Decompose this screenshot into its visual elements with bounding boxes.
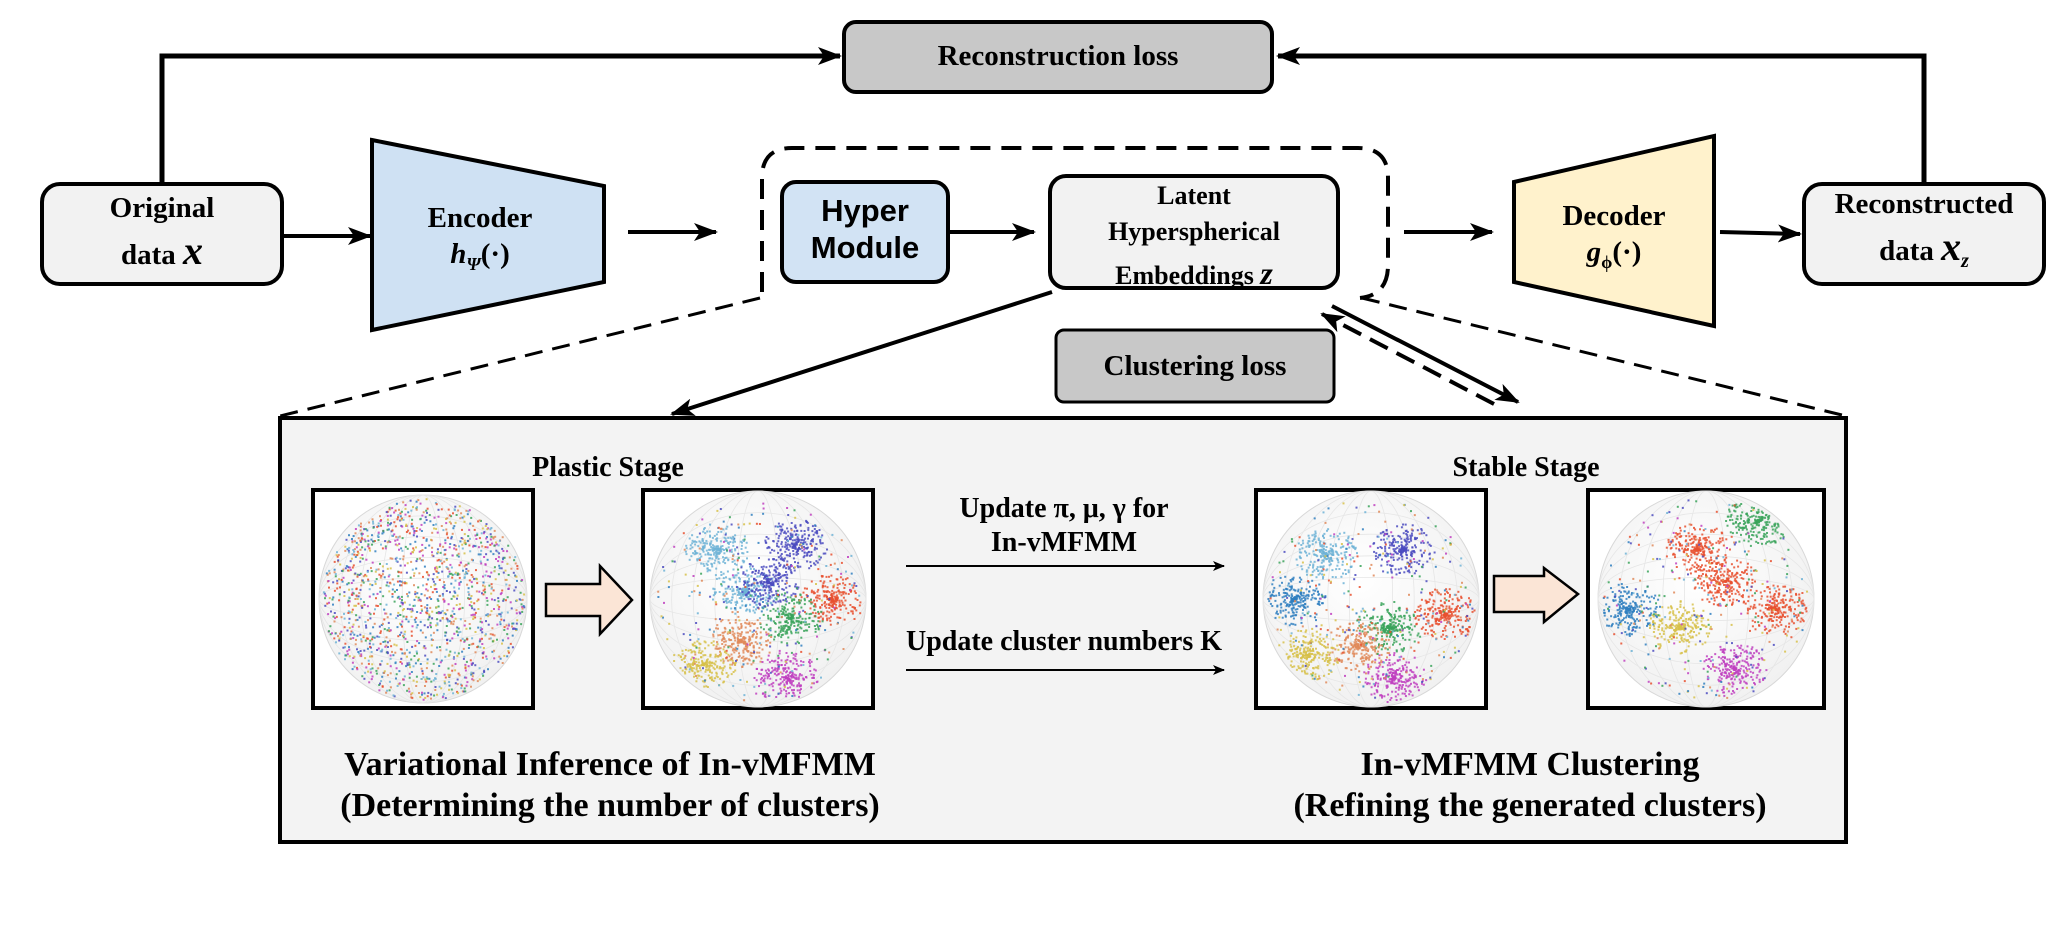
latent-label: Latent Hyperspherical Embeddings z bbox=[1108, 178, 1280, 296]
decoder-text: Decoder bbox=[1562, 200, 1666, 232]
reconstructed-word: data bbox=[1879, 235, 1934, 268]
encoder-label: Encoder hΨ(·) bbox=[428, 200, 533, 276]
hyper-region-outline bbox=[760, 146, 1390, 300]
flow-arrows bbox=[282, 223, 1802, 245]
update-params-label: Update π, μ, γ for In-vMFMM bbox=[959, 492, 1168, 560]
reconstruction-loss-box bbox=[842, 20, 1274, 94]
stable-stage-label: Stable Stage bbox=[1453, 450, 1600, 485]
update-k-label: Update cluster numbers K bbox=[906, 624, 1222, 659]
original-data-line2: data x bbox=[110, 226, 215, 276]
hyper-module-box bbox=[780, 180, 950, 284]
encoder-fn: h bbox=[450, 238, 467, 271]
plastic-stage-text: Plastic Stage bbox=[532, 452, 684, 483]
decoder-arg: (·) bbox=[1612, 236, 1642, 269]
right-caption-line2: (Refining the generated clusters) bbox=[1293, 787, 1767, 825]
original-symbol: x bbox=[183, 228, 204, 274]
decoder-sub: ϕ bbox=[1601, 252, 1613, 273]
reconstructed-sub: z bbox=[1961, 250, 1969, 273]
latent-line3: Embeddings z bbox=[1108, 251, 1280, 296]
right-caption: In-vMFMM Clustering (Refining the genera… bbox=[1293, 744, 1766, 827]
original-data-box bbox=[40, 182, 284, 286]
latent-line2: Hyperspherical bbox=[1108, 217, 1280, 247]
hyper-module-label: Hyper Module bbox=[811, 192, 920, 266]
reconstruction-loss-text: Reconstruction loss bbox=[937, 40, 1179, 72]
original-data-label: Original data x bbox=[110, 190, 215, 276]
zoom-line-left bbox=[279, 296, 761, 418]
clustering-loss-text: Clustering loss bbox=[1103, 350, 1287, 382]
latent-symbol: z bbox=[1260, 254, 1273, 291]
encoder-function: hΨ(·) bbox=[428, 236, 533, 275]
block-arrow-plastic bbox=[544, 562, 634, 638]
latent-line1: Latent bbox=[1157, 181, 1231, 210]
left-caption: Variational Inference of In-vMFMM (Deter… bbox=[340, 744, 880, 827]
sphere-1 bbox=[318, 494, 528, 704]
reconstruction-loss-label: Reconstruction loss bbox=[938, 38, 1179, 74]
clustering-loss-label: Clustering loss bbox=[1104, 348, 1287, 384]
latent-word: Embeddings bbox=[1115, 260, 1254, 290]
left-caption-line2: (Determining the number of clusters) bbox=[340, 787, 880, 825]
sphere-2 bbox=[649, 490, 867, 708]
sphere-4 bbox=[1597, 490, 1815, 708]
update-params-line2: In-vMFMM bbox=[990, 527, 1138, 559]
encoder-text: Encoder bbox=[427, 202, 533, 234]
reconstructed-line1: Reconstructed bbox=[1834, 188, 2014, 220]
update-k-text: Update cluster numbers K bbox=[905, 626, 1223, 657]
reconstructed-line2: data xz bbox=[1835, 222, 2014, 274]
clustering-arrow-down bbox=[1331, 304, 1520, 404]
left-caption-line1: Variational Inference of In-vMFMM bbox=[344, 746, 876, 783]
decoder-fn: g bbox=[1586, 236, 1602, 269]
decoder-label: Decoder gϕ(·) bbox=[1562, 198, 1665, 274]
plastic-stage-label: Plastic Stage bbox=[532, 450, 684, 485]
decoder-trapezoid bbox=[1512, 133, 1716, 329]
encoder-sub: Ψ bbox=[466, 254, 481, 275]
original-data-word: data bbox=[120, 239, 176, 272]
clustering-loss-box bbox=[1054, 328, 1336, 404]
right-caption-line1: In-vMFMM Clustering bbox=[1360, 746, 1700, 783]
block-arrow-stable bbox=[1492, 565, 1581, 625]
encoder-arg: (·) bbox=[480, 238, 510, 271]
latent-box bbox=[1048, 174, 1340, 290]
reconstruction-loop bbox=[159, 47, 1927, 182]
encoder-trapezoid bbox=[370, 137, 606, 333]
latent-to-panel-arrow bbox=[670, 290, 1053, 416]
stages-panel bbox=[278, 416, 1848, 844]
reconstructed-data-label: Reconstructed data xz bbox=[1835, 186, 2014, 274]
hyper-line1: Hyper bbox=[821, 193, 909, 228]
sphere-3 bbox=[1262, 490, 1480, 708]
decoder-function: gϕ(·) bbox=[1562, 234, 1665, 273]
stable-stage-text: Stable Stage bbox=[1452, 452, 1600, 483]
update-params-line1: Update π, μ, γ for bbox=[959, 493, 1169, 524]
reconstructed-symbol: x bbox=[1941, 224, 1962, 270]
reconstructed-data-box bbox=[1802, 182, 2046, 286]
clustering-arrow-up bbox=[1320, 312, 1495, 406]
cluster-spheres bbox=[318, 490, 1815, 708]
original-data-line1: Original bbox=[109, 192, 215, 224]
hyper-line2: Module bbox=[810, 230, 920, 266]
